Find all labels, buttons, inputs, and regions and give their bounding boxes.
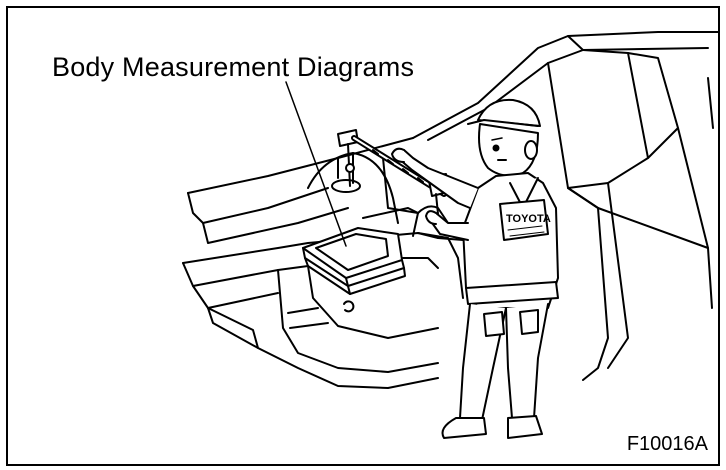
callout-label: Body Measurement Diagrams bbox=[52, 52, 415, 82]
callout-leader bbox=[285, 81, 347, 247]
figure-code: F10016A bbox=[626, 433, 708, 455]
uniform-badge: TOYOTA bbox=[506, 213, 551, 225]
technician: TOYOTA bbox=[391, 98, 559, 439]
figure-frame: TOYOTA Body Measurement Diagrams F10016A bbox=[6, 6, 720, 466]
car-body-shell bbox=[182, 31, 718, 389]
manual-book bbox=[302, 227, 406, 295]
illustration: TOYOTA bbox=[182, 31, 718, 439]
